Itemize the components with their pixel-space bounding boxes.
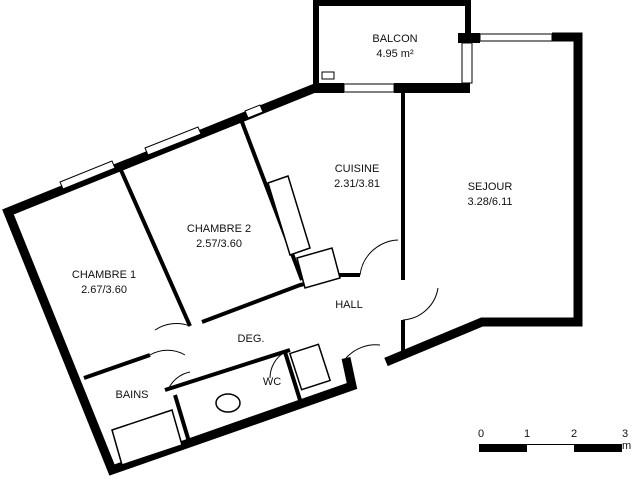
door-cuisine[interactable] (359, 239, 399, 276)
room-name: CHAMBRE 1 (71, 269, 137, 281)
outer-wall (2, 83, 358, 476)
scale-tick-1: 1 (523, 428, 531, 440)
wall-bains-wc (173, 394, 192, 446)
room-name: SEJOUR (467, 181, 513, 193)
room-size: 3.28/6.11 (467, 196, 513, 208)
room-bains: BAINS (115, 389, 149, 401)
outer-wall-sejour (384, 32, 583, 367)
scale-bar (479, 444, 622, 452)
room-size: 2.67/3.60 (81, 284, 127, 296)
door-sejour[interactable] (402, 287, 439, 321)
room-size: 2.57/3.60 (196, 238, 242, 250)
room-name: CUISINE (334, 163, 380, 175)
scale-tick-2: 2 (570, 428, 578, 440)
window-chambre2 (144, 126, 202, 156)
room-size: 4.95 m² (376, 48, 414, 60)
scale-tick-3: 3 m (622, 428, 632, 452)
wall-bains-top (164, 348, 291, 392)
scale-segment (527, 444, 574, 445)
room-cuisine: CUISINE 2.31/3.81 (334, 162, 380, 192)
window-chambre1 (59, 160, 116, 190)
door-entrance[interactable] (345, 344, 381, 359)
fixtures (111, 175, 341, 466)
toilet (215, 393, 241, 413)
wall-wc (283, 351, 302, 401)
windows (59, 33, 553, 190)
room-wc: WC (262, 376, 282, 388)
room-sejour: SEJOUR 3.28/6.11 (467, 180, 512, 210)
door-chambre1[interactable] (154, 322, 191, 331)
room-name: CHAMBRE 2 (186, 223, 252, 235)
scale-segment (574, 444, 622, 452)
window-balcon-side (461, 42, 473, 84)
window-balcon (343, 83, 395, 93)
room-chambre-1: CHAMBRE 1 2.67/3.60 (72, 268, 136, 298)
room-balcon: BALCON 4.95 m² (372, 32, 417, 62)
balcony-fixture (321, 71, 335, 80)
room-size: 2.31/3.81 (334, 178, 380, 190)
wall-chambre1-bains (83, 353, 151, 380)
door-bains-2[interactable] (167, 371, 191, 391)
room-deg: DEG. (237, 333, 265, 345)
room-hall: HALL (335, 299, 363, 311)
doors (149, 239, 439, 391)
room-name: BALCON (372, 33, 418, 45)
window-sejour (479, 33, 553, 42)
kitchen-counter (267, 175, 311, 256)
scale-tick-0: 0 (477, 428, 485, 440)
room-chambre-2: CHAMBRE 2 2.57/3.60 (187, 222, 251, 252)
wc-cabinet (288, 343, 332, 391)
door-bains[interactable] (149, 349, 186, 356)
bathtub (111, 409, 183, 466)
walls (2, 0, 583, 476)
door-wc[interactable] (269, 351, 286, 379)
scale-segment (479, 444, 527, 452)
wall-chambre1-chambre2 (118, 167, 192, 327)
kitchen-appliance (296, 247, 341, 289)
window-cuisine (244, 104, 264, 119)
balcony-wall (313, 0, 471, 86)
